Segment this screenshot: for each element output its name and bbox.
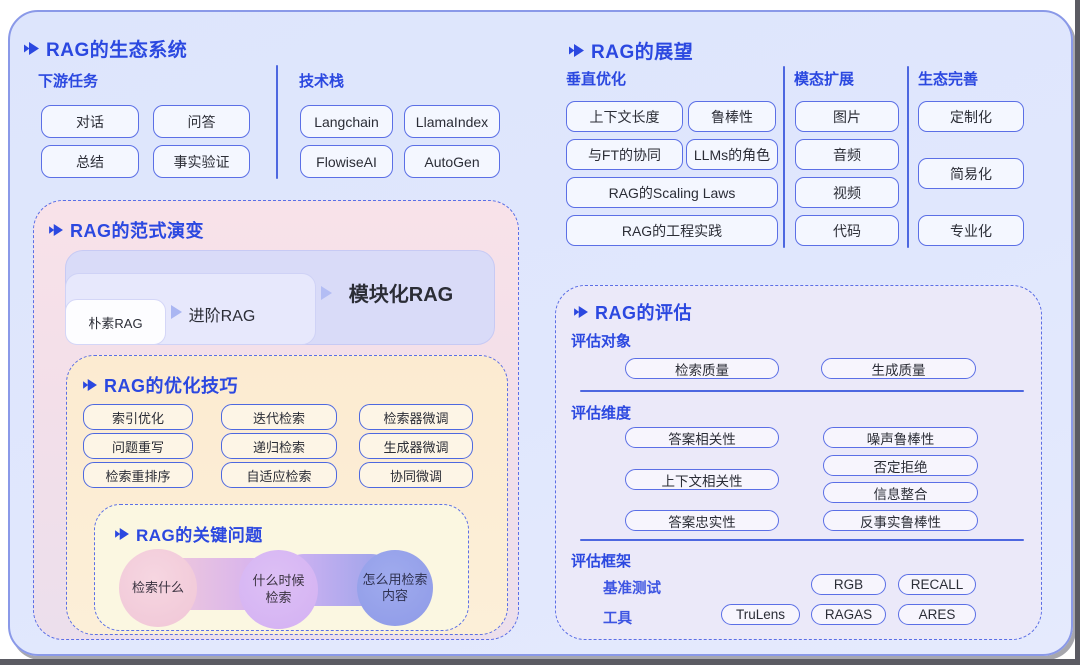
stack-node: FlowiseAI — [300, 145, 393, 178]
question-text: 怎么用检索内容 — [362, 571, 428, 603]
downstream-tasks-label: 下游任务 — [38, 73, 99, 90]
eval-dim-node: 反事实鲁棒性 — [823, 510, 978, 531]
double-arrow-icon — [574, 306, 589, 318]
outlook-node: RAG的工程实践 — [566, 215, 778, 246]
double-arrow-icon — [49, 224, 64, 236]
outlook-node: 定制化 — [918, 101, 1024, 132]
questions-section: RAG的关键问题 检索什么 什么时候检索 怎么用检索内容 — [94, 504, 469, 631]
outlook-node: 图片 — [795, 101, 899, 132]
naive-rag-box: 朴素RAG — [65, 299, 166, 345]
outlook-node: 代码 — [795, 215, 899, 246]
tool-node: RAGAS — [811, 604, 886, 625]
tool-node: TruLens — [721, 604, 800, 625]
evaluation-title: RAG的评估 — [574, 299, 692, 325]
eval-dim-node: 答案忠实性 — [625, 510, 779, 531]
benchmark-node: RGB — [811, 574, 886, 595]
paradigm-section: RAG的范式演变 模块化RAG 进阶RAG 朴素RAG RAG的优化技巧 — [33, 200, 519, 640]
eval-divider-2 — [580, 539, 1024, 541]
tool-node: ARES — [898, 604, 976, 625]
stage-label: 模块化RAG — [348, 284, 454, 306]
trick-node: 检索器微调 — [359, 404, 473, 430]
trick-node: 检索重排序 — [83, 462, 193, 488]
outlook-node: 与FT的协同 — [566, 139, 683, 170]
outlook-node: 上下文长度 — [566, 101, 683, 132]
ecosystem-title-text: RAG的生态系统 — [46, 40, 188, 61]
evaluation-title-text: RAG的评估 — [595, 303, 692, 323]
questions-title: RAG的关键问题 — [115, 521, 263, 546]
eval-dim-node: 上下文相关性 — [625, 469, 779, 490]
arrow-right-icon — [171, 305, 182, 319]
eco-complete-label: 生态完善 — [918, 71, 979, 88]
double-arrow-icon — [569, 44, 585, 57]
trick-node: 索引优化 — [83, 404, 193, 430]
outlook-title: RAG的展望 — [569, 37, 693, 64]
trick-node: 递归检索 — [221, 433, 337, 459]
double-arrow-icon — [24, 42, 40, 55]
ecosystem-title: RAG的生态系统 — [24, 35, 187, 62]
double-arrow-icon — [115, 527, 130, 540]
eval-dim-node: 信息整合 — [823, 482, 978, 503]
arrow-right-icon — [321, 286, 332, 300]
question-text: 什么时候检索 — [252, 573, 305, 605]
screenshot-bottom-edge — [0, 659, 1080, 665]
double-arrow-icon — [83, 379, 98, 391]
tools-label: 工具 — [603, 611, 632, 627]
screenshot-right-edge — [1075, 0, 1080, 665]
tricks-title-text: RAG的优化技巧 — [104, 376, 238, 396]
outlook-node: 鲁棒性 — [688, 101, 776, 132]
question-circle-how: 怎么用检索内容 — [357, 550, 433, 626]
stage-label: 进阶RAG — [188, 308, 256, 325]
task-node: 对话 — [41, 105, 139, 138]
task-node: 问答 — [153, 105, 250, 138]
eval-dim-node: 噪声鲁棒性 — [823, 427, 978, 448]
trick-node: 自适应检索 — [221, 462, 337, 488]
eval-target-node: 生成质量 — [821, 358, 976, 379]
stack-node: LlamaIndex — [404, 105, 500, 138]
stage-label: 朴素RAG — [88, 315, 143, 331]
trick-node: 问题重写 — [83, 433, 193, 459]
outlook-node: RAG的Scaling Laws — [566, 177, 778, 208]
trick-node: 协同微调 — [359, 462, 473, 488]
vertical-opt-label: 垂直优化 — [566, 71, 627, 88]
question-circle-when: 什么时候检索 — [239, 550, 318, 629]
eval-divider-1 — [580, 390, 1024, 392]
outlook-node: 视频 — [795, 177, 899, 208]
eval-dimension-label: 评估维度 — [571, 405, 632, 422]
outlook-node: 音频 — [795, 139, 899, 170]
outlook-title-text: RAG的展望 — [591, 42, 694, 63]
outlook-divider-1 — [783, 66, 785, 248]
trick-node: 生成器微调 — [359, 433, 473, 459]
benchmark-label: 基准测试 — [603, 581, 661, 597]
tricks-section: RAG的优化技巧 索引优化 问题重写 检索重排序 迭代检索 递归检索 自适应检索… — [66, 355, 508, 635]
task-node: 总结 — [41, 145, 139, 178]
eval-target-node: 检索质量 — [625, 358, 779, 379]
benchmark-node: RECALL — [898, 574, 976, 595]
stack-node: Langchain — [300, 105, 393, 138]
eval-dim-node: 答案相关性 — [625, 427, 779, 448]
outlook-divider-2 — [907, 66, 909, 248]
tricks-title: RAG的优化技巧 — [83, 372, 238, 398]
eval-dim-node: 否定拒绝 — [823, 455, 978, 476]
stack-node: AutoGen — [404, 145, 500, 178]
trick-node: 迭代检索 — [221, 404, 337, 430]
evaluation-section: RAG的评估 评估对象 检索质量 生成质量 评估维度 答案相关性 上下文相关性 … — [555, 285, 1042, 640]
eval-framework-label: 评估框架 — [571, 553, 632, 570]
outlook-node: 专业化 — [918, 215, 1024, 246]
main-card: RAG的生态系统 下游任务 对话 问答 总结 事实验证 技术栈 Langchai… — [8, 10, 1073, 656]
paradigm-title-text: RAG的范式演变 — [70, 221, 204, 241]
question-text: 检索什么 — [131, 579, 184, 595]
outlook-node: LLMs的角色 — [686, 139, 778, 170]
outlook-node: 简易化 — [918, 158, 1024, 189]
task-node: 事实验证 — [153, 145, 250, 178]
tech-stack-label: 技术栈 — [299, 73, 345, 90]
ecosystem-divider — [276, 65, 278, 179]
eval-target-label: 评估对象 — [571, 333, 632, 350]
question-circle-what: 检索什么 — [119, 549, 197, 627]
paradigm-title: RAG的范式演变 — [49, 217, 204, 243]
modality-label: 模态扩展 — [794, 71, 855, 88]
questions-title-text: RAG的关键问题 — [136, 526, 263, 545]
